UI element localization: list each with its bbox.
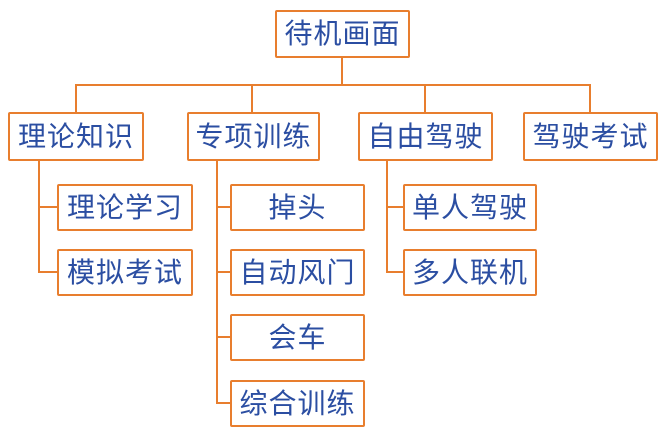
node-single-driving: 单人驾驶 [403,184,537,231]
node-theory-study: 理论学习 [57,184,193,231]
node-meeting-vehicle: 会车 [230,314,365,361]
node-auto-throttle: 自动风门 [230,249,365,296]
node-comprehensive-training: 综合训练 [230,380,365,427]
connector-stub-u-turn [216,206,230,208]
node-multiplayer: 多人联机 [403,249,537,296]
connector-stub-meeting-vehicle [216,336,230,338]
connector-root-drop [341,58,343,85]
connector-stub-single-driving [386,206,403,208]
connector-stub-comprehensive-training [216,402,230,404]
connector-spine-free-driving [386,161,388,273]
node-u-turn: 掉头 [230,184,365,231]
node-theory-knowledge: 理论知识 [8,112,144,161]
node-mock-exam: 模拟考试 [57,249,193,296]
connector-level2-horizontal-bar [75,84,591,86]
connector-stub-mock-exam [38,271,57,273]
connector-spine-theory-knowledge [38,161,40,273]
node-standby-screen: 待机画面 [275,10,410,58]
node-free-driving: 自由驾驶 [358,112,493,161]
connector-drop-theory-knowledge [75,84,77,112]
connector-drop-driving-exam [589,84,591,112]
connector-spine-special-training [216,161,218,404]
node-driving-exam: 驾驶考试 [523,112,658,161]
connector-stub-theory-study [38,206,57,208]
connector-stub-multiplayer [386,271,403,273]
connector-drop-free-driving [424,84,426,112]
connector-drop-special-training [251,84,253,112]
node-special-training: 专项训练 [187,112,320,161]
connector-stub-auto-throttle [216,271,230,273]
